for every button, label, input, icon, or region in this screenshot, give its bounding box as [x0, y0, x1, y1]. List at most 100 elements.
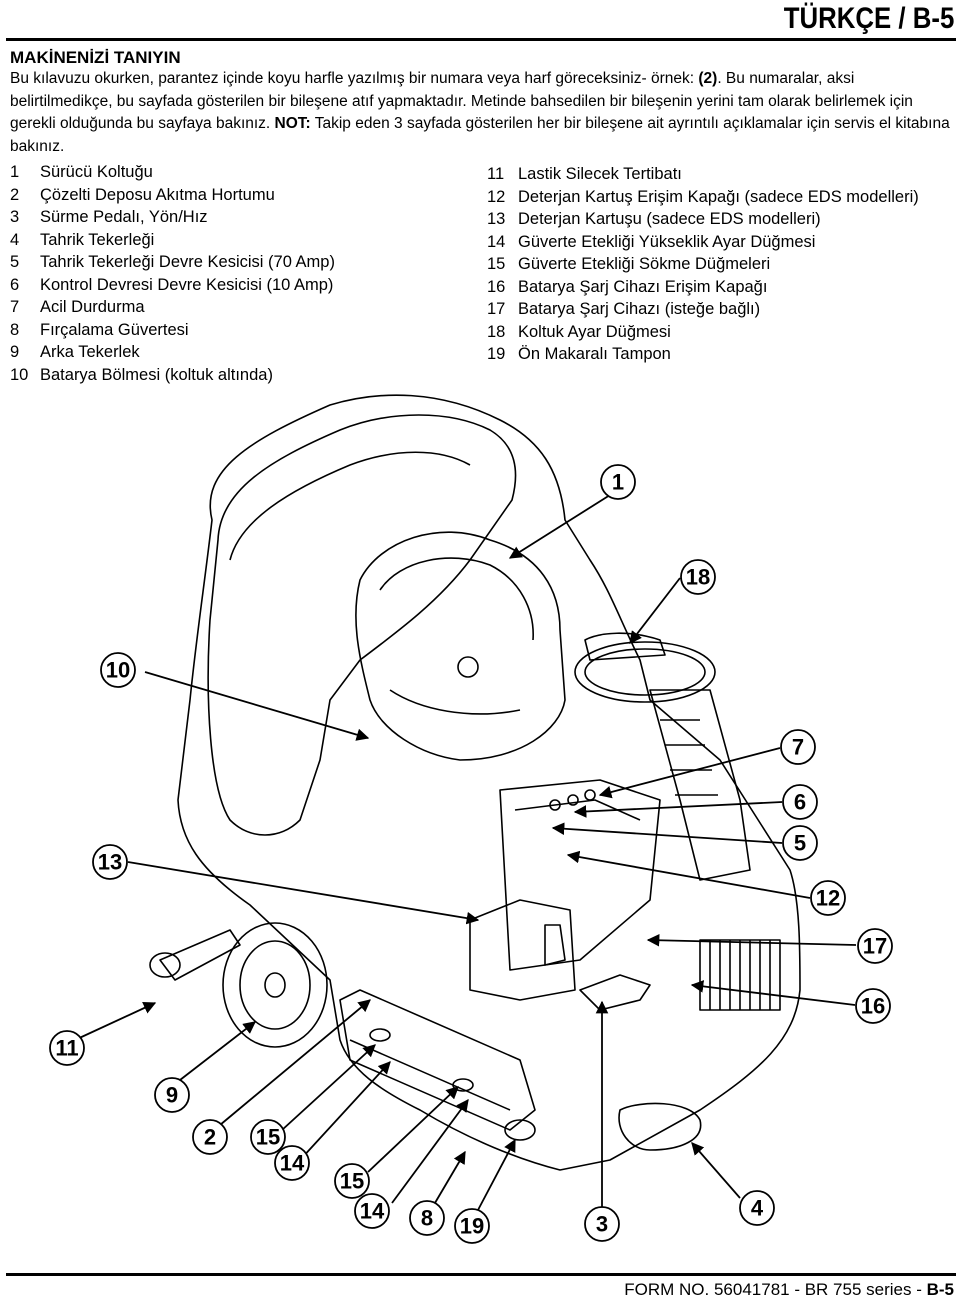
callout-5: 5	[794, 831, 806, 856]
item-label: Arka Tekerlek	[40, 343, 140, 361]
leader-14b	[391, 1098, 469, 1204]
list-item: 9 Arka Tekerlek	[10, 341, 335, 364]
callout-14: 14	[360, 1199, 385, 1224]
callout-9: 9	[166, 1083, 178, 1108]
item-number: 7	[10, 298, 20, 316]
item-label: Batarya Bölmesi (koltuk altında)	[40, 365, 273, 384]
callout-12: 12	[816, 886, 840, 911]
callout-circle	[855, 988, 891, 1024]
callout-circle	[100, 652, 136, 688]
callout-circle	[92, 844, 128, 880]
callout-3: 3	[596, 1212, 608, 1237]
item-number: 15	[487, 255, 506, 273]
leader-9	[179, 1021, 256, 1081]
item-number: 16	[487, 277, 506, 296]
leader-1	[508, 494, 611, 559]
intro-text-1: Bu kılavuzu okurken, parantez içinde koy…	[10, 70, 699, 87]
list-item: 3 Sürme Pedalı, Yön/Hız	[10, 206, 335, 229]
leader-13	[127, 861, 480, 925]
leader-8	[431, 1150, 466, 1209]
note-text: Takip eden 3 sayfada gösterilen her bir …	[10, 115, 950, 155]
callout-7: 7	[792, 735, 804, 760]
item-number: 3	[10, 208, 20, 226]
leader-10	[144, 671, 370, 741]
item-label: Deterjan Kartuş Erişim Kapağı (sadece ED…	[518, 187, 919, 206]
leader-15a	[281, 1044, 376, 1131]
item-number: 13	[487, 210, 506, 228]
item-label: Koltuk Ayar Düğmesi	[518, 322, 671, 341]
item-number: 4	[10, 230, 20, 249]
callout-circle	[454, 1208, 490, 1244]
list-item: 1 Sürücü Koltuğu	[10, 161, 335, 184]
callout-circle	[354, 1193, 390, 1229]
callout-18: 18	[686, 565, 710, 590]
footer-divider	[6, 1273, 956, 1276]
item-label: Deterjan Kartuşu (sadece EDS modelleri)	[518, 210, 821, 228]
callout-numbers: 1 18 10 7 6 5 13 12 17 16 11 9 2 15 14 1…	[55, 470, 887, 1239]
item-number: 5	[10, 253, 20, 271]
page-footer: FORM NO. 56041781 - BR 755 series - B-5	[624, 1280, 954, 1300]
header-divider	[6, 38, 956, 41]
note-label: NOT:	[274, 115, 311, 132]
leader-14a	[299, 1061, 391, 1161]
intro-paragraph: Bu kılavuzu okurken, parantez içinde koy…	[10, 68, 950, 158]
leader-4	[691, 1142, 741, 1199]
item-label: Sürme Pedalı, Yön/Hız	[40, 208, 208, 226]
item-label: Batarya Şarj Cihazı Erişim Kapağı	[518, 277, 768, 296]
leader-5	[551, 822, 783, 844]
item-number: 10	[10, 365, 29, 384]
callout-13: 13	[98, 850, 122, 875]
leader-6	[573, 801, 783, 818]
callout-16: 16	[861, 994, 885, 1019]
list-item: 13 Deterjan Kartuşu (sadece EDS modelleri…	[487, 208, 919, 231]
callout-11: 11	[55, 1036, 78, 1061]
callout-15: 15	[256, 1125, 280, 1150]
intro-example: (2)	[698, 70, 718, 87]
callout-circle	[192, 1119, 228, 1155]
item-number: 1	[10, 163, 20, 181]
callout-19: 19	[460, 1214, 484, 1239]
callout-circle	[334, 1163, 370, 1199]
list-item: 10 Batarya Bölmesi (koltuk altında)	[10, 364, 335, 387]
list-item: 18 Koltuk Ayar Düğmesi	[487, 321, 919, 344]
callout-14: 14	[280, 1151, 305, 1176]
callout-15: 15	[340, 1169, 364, 1194]
item-label: Güverte Etekliği Sökme Düğmeleri	[518, 255, 771, 273]
item-label: Ön Makaralı Tampon	[518, 345, 671, 363]
item-label: Tahrik Tekerleği Devre Kesicisi (70 Amp)	[40, 253, 335, 271]
item-label: Çözelti Deposu Akıtma Hortumu	[40, 185, 275, 204]
item-number: 14	[487, 232, 506, 251]
callout-1: 1	[612, 470, 624, 495]
item-label: Sürücü Koltuğu	[40, 163, 153, 181]
footer-page-number: B-5	[926, 1280, 954, 1299]
leader-19	[477, 1138, 516, 1211]
callout-circle	[250, 1119, 286, 1155]
callout-17: 17	[863, 934, 887, 959]
item-label: Lastik Silecek Tertibatı	[518, 165, 682, 183]
callout-circle	[782, 825, 818, 861]
callout-leaders	[74, 494, 857, 1211]
item-label: Tahrik Tekerleği	[40, 230, 155, 249]
item-number: 11	[487, 165, 505, 183]
callout-circle	[780, 729, 816, 765]
item-number: 8	[10, 320, 20, 339]
item-label: Kontrol Devresi Devre Kesicisi (10 Amp)	[40, 275, 334, 294]
leader-16	[690, 980, 856, 1006]
list-item: 16 Batarya Şarj Cihazı Erişim Kapağı	[487, 276, 919, 299]
item-number: 18	[487, 322, 506, 341]
callout-6: 6	[794, 790, 806, 815]
callout-circle	[600, 464, 636, 500]
item-number: 9	[10, 343, 20, 361]
callout-circle	[409, 1200, 445, 1236]
callout-8: 8	[421, 1206, 433, 1231]
item-number: 17	[487, 300, 506, 318]
footer-form-number: FORM NO. 56041781 - BR 755 series -	[624, 1280, 927, 1299]
